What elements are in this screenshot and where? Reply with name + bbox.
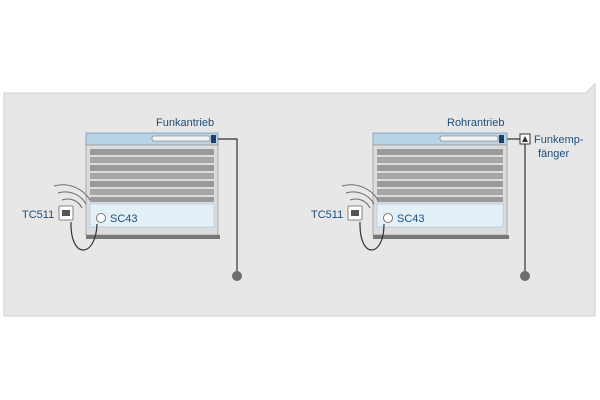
right-motor-head <box>499 135 504 143</box>
left-sensor-label: SC43 <box>110 213 138 225</box>
left-transmitter-label: TC511 <box>22 209 54 221</box>
right-window-glass <box>376 203 504 228</box>
left-assembly: Funkantrieb SC43 TC511 <box>22 117 242 281</box>
right-sensor-label: SC43 <box>397 213 425 225</box>
right-transmitter-cable <box>359 221 385 251</box>
right-cable-terminal <box>520 271 530 281</box>
left-motor-tube <box>151 135 211 142</box>
right-shutter-curtain <box>377 149 503 202</box>
right-radio-waves-icon <box>341 184 379 209</box>
right-assembly: Rohrantrieb SC43 TC511 Funkemp- fä <box>311 117 584 281</box>
right-receiver-label-line2: fänger <box>538 148 570 160</box>
left-motor-cable <box>218 138 238 272</box>
right-receiver-label-line1: Funkemp- <box>534 134 584 146</box>
left-radio-waves-icon <box>53 184 91 209</box>
left-window-glass <box>89 203 215 228</box>
right-transmitter-label: TC511 <box>311 209 343 221</box>
right-window-sill <box>373 235 509 239</box>
left-motor-head <box>211 135 216 143</box>
right-motor-tube <box>439 135 499 142</box>
left-window-sill <box>86 235 220 239</box>
left-sun-sensor-icon <box>96 213 106 223</box>
left-cable-terminal <box>232 271 242 281</box>
right-motor-label: Rohrantrieb <box>447 117 504 129</box>
left-transmitter-cable <box>70 221 98 251</box>
left-shutter-curtain <box>90 149 214 202</box>
right-sun-sensor-icon <box>383 213 393 223</box>
left-motor-label: Funkantrieb <box>156 117 214 129</box>
